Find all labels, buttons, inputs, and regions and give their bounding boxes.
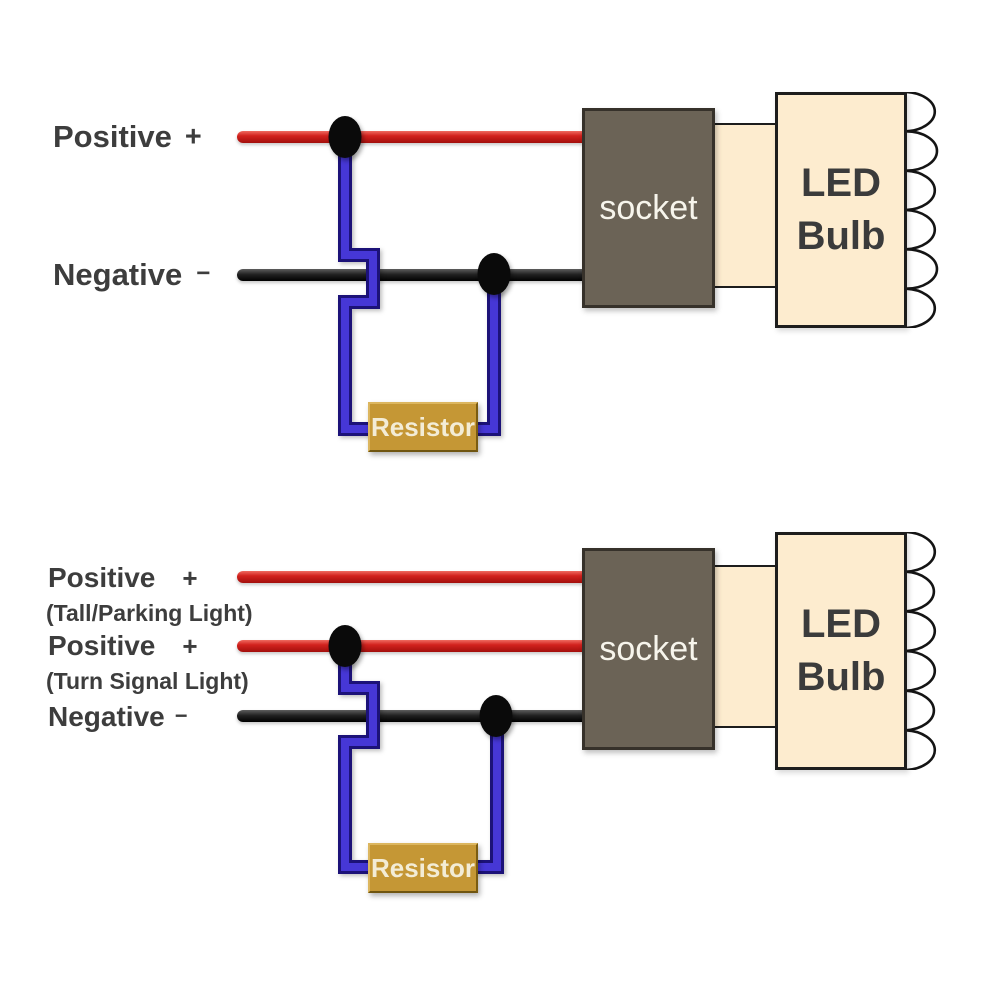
note-text: (Turn Signal Light) bbox=[46, 667, 249, 694]
jumper-wire-top-right bbox=[476, 272, 498, 433]
resistor-box-top: Resistor bbox=[368, 402, 478, 452]
led-lens bbox=[905, 208, 937, 251]
led-bulb-box-bottom: LED Bulb bbox=[775, 532, 907, 770]
minus-sign-icon: − bbox=[196, 260, 211, 287]
socket-box-top: socket bbox=[582, 108, 715, 308]
socket-bulb-connector-bottom bbox=[713, 565, 779, 728]
jumper-wires bbox=[338, 142, 504, 874]
led-lens bbox=[905, 689, 936, 732]
wire-positive-tail-bottom bbox=[237, 571, 589, 583]
plus-sign-icon: + bbox=[182, 562, 198, 593]
led-lens bbox=[905, 610, 937, 653]
led-lens bbox=[905, 532, 937, 573]
jumper-wire-bottom-right bbox=[476, 716, 501, 871]
jumper-wire-top-left-outline bbox=[338, 142, 380, 436]
led-bulb-label-line1: LED bbox=[801, 602, 881, 646]
label-negative-top: Negative− bbox=[53, 256, 210, 294]
negative-word: Negative bbox=[53, 257, 183, 292]
led-bulb-label-line2: Bulb bbox=[796, 214, 886, 258]
led-lens bbox=[905, 92, 937, 133]
led-lens bbox=[905, 169, 937, 212]
led-bulb-box-top: LED Bulb bbox=[775, 92, 907, 328]
resistor-label: Resistor bbox=[370, 411, 476, 442]
jumper-wire-bottom-left-outline bbox=[338, 650, 380, 874]
label-positive-top: Positive + bbox=[53, 118, 202, 156]
led-lens bbox=[905, 130, 939, 172]
plus-sign-icon: + bbox=[182, 630, 198, 661]
wire-negative-top bbox=[237, 269, 589, 281]
socket-label: socket bbox=[599, 188, 698, 227]
led-lens bbox=[905, 248, 939, 290]
jumper-wire-top-right-outline bbox=[476, 272, 501, 436]
led-lens bbox=[905, 649, 937, 692]
led-bulb-label-line2: Bulb bbox=[796, 655, 886, 699]
jumper-wire-bottom-right-outline bbox=[476, 716, 504, 874]
negative-word: Negative bbox=[48, 701, 165, 732]
wire-negative-bottom bbox=[237, 710, 589, 722]
label-note-tail-parking: (Tall/Parking Light) bbox=[46, 599, 253, 627]
led-lens bbox=[905, 729, 937, 770]
label-positive-tail: Positive + bbox=[48, 561, 198, 595]
led-lenses-bottom bbox=[905, 532, 937, 770]
jumper-wire-top-left bbox=[341, 142, 377, 433]
led-lens bbox=[905, 570, 936, 613]
led-bulb-label-line1: LED bbox=[801, 161, 881, 205]
positive-word: Positive bbox=[48, 562, 156, 593]
label-positive-turn: Positive + bbox=[48, 629, 198, 663]
resistor-box-bottom: Resistor bbox=[368, 843, 478, 893]
jumper-wire-bottom-left bbox=[341, 650, 377, 871]
note-text: (Tall/Parking Light) bbox=[46, 599, 253, 626]
minus-sign-icon: − bbox=[174, 703, 188, 728]
socket-label: socket bbox=[599, 629, 698, 668]
resistor-label: Resistor bbox=[370, 852, 476, 883]
label-negative-bottom: Negative− bbox=[48, 700, 187, 734]
positive-word: Positive bbox=[53, 119, 172, 154]
led-lens bbox=[905, 287, 937, 328]
label-note-turn-signal: (Turn Signal Light) bbox=[46, 667, 249, 695]
positive-word: Positive bbox=[48, 630, 156, 661]
wire-positive-turn-bottom bbox=[237, 640, 589, 652]
socket-bulb-connector-top bbox=[713, 123, 779, 288]
socket-box-bottom: socket bbox=[582, 548, 715, 750]
wire-positive-top bbox=[237, 131, 589, 143]
led-lenses-top bbox=[905, 92, 939, 328]
plus-sign-icon: + bbox=[184, 120, 202, 153]
